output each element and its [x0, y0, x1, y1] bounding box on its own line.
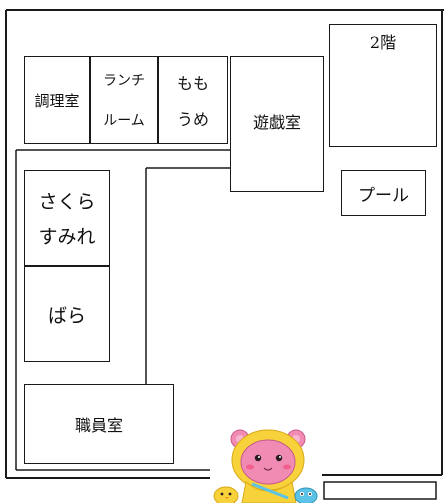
room-sumire-label: すみれ	[38, 226, 96, 248]
room-lunch-label-2: ルーム	[103, 113, 145, 129]
room-second-floor: 2階	[329, 24, 437, 147]
room-kitchen: 調理室	[24, 56, 90, 144]
entrance-box	[323, 481, 437, 500]
room-playroom: 遊戯室	[230, 56, 324, 192]
room-pool: プール	[341, 170, 426, 216]
room-bara-label: ばら	[47, 304, 86, 327]
room-second-floor-label: 2階	[369, 33, 397, 52]
room-staff: 職員室	[24, 384, 174, 464]
room-momo-ume: もも うめ	[158, 56, 228, 144]
room-playroom-label: 遊戯室	[252, 113, 301, 132]
room-sakura-sumire: さくら すみれ	[24, 170, 110, 266]
room-staff-label: 職員室	[74, 416, 123, 435]
room-sakura-label: さくら	[38, 191, 96, 213]
room-momo-label: もも	[176, 74, 209, 93]
room-lunch-label-1: ランチ	[103, 73, 145, 89]
room-ume-label: うめ	[176, 110, 209, 129]
room-lunch: ランチ ルーム	[90, 56, 158, 144]
room-kitchen-label: 調理室	[34, 91, 80, 110]
room-bara: ばら	[24, 266, 110, 362]
room-pool-label: プール	[358, 185, 409, 206]
